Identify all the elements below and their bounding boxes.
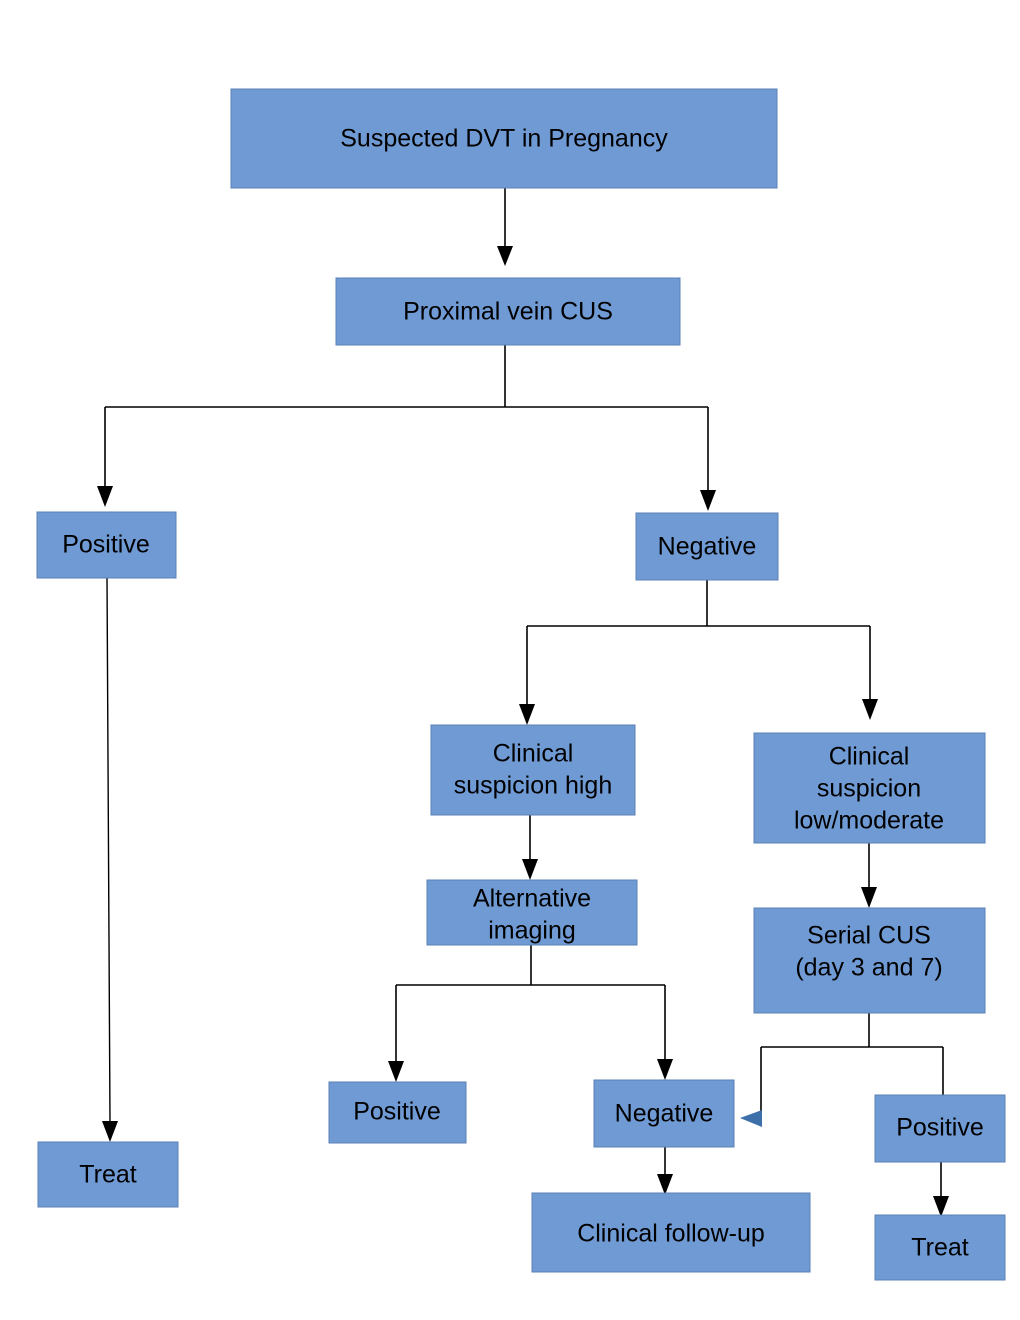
node-clinical-suspicion-high[interactable]: Clinical suspicion high bbox=[430, 724, 636, 816]
node-label: Positive bbox=[62, 531, 150, 559]
node-label: Treat bbox=[911, 1234, 968, 1262]
node-clinical-follow-up[interactable]: Clinical follow-up bbox=[531, 1192, 811, 1273]
edge-negative-top-fork bbox=[519, 580, 878, 725]
node-label: Positive bbox=[353, 1098, 441, 1126]
node-label-line-2: (day 3 and 7) bbox=[795, 954, 942, 982]
node-clinical-suspicion-low-moderate[interactable]: Clinical suspicion low/moderate bbox=[753, 732, 986, 844]
node-treat-right[interactable]: Treat bbox=[874, 1214, 1006, 1281]
node-label: Suspected DVT in Pregnancy bbox=[340, 125, 668, 153]
edge-negative-alt-to-clinical-followup bbox=[657, 1147, 673, 1195]
node-positive-alternative-imaging[interactable]: Positive bbox=[328, 1081, 467, 1144]
edge-suspicion-low-to-serial-cus bbox=[861, 843, 877, 908]
node-label-line-2: suspicion bbox=[817, 775, 921, 803]
edge-suspicion-high-to-alt-imaging bbox=[522, 815, 538, 880]
node-label: Positive bbox=[896, 1114, 984, 1142]
node-negative-proximal-cus[interactable]: Negative bbox=[635, 512, 779, 581]
node-label-line-2: suspicion high bbox=[454, 772, 612, 800]
node-treat-left[interactable]: Treat bbox=[37, 1141, 179, 1208]
node-label: Negative bbox=[658, 533, 757, 561]
node-label: Negative bbox=[615, 1100, 714, 1128]
edge-positive-serial-to-treat-right bbox=[933, 1162, 949, 1217]
node-label: Clinical follow-up bbox=[577, 1220, 765, 1248]
edge-proximal-cus-fork bbox=[97, 345, 716, 511]
node-label-line-2: imaging bbox=[488, 917, 576, 945]
node-label-line-1: Clinical bbox=[829, 743, 910, 771]
node-suspected-dvt-in-pregnancy[interactable]: Suspected DVT in Pregnancy bbox=[230, 88, 778, 189]
node-label-line-1: Alternative bbox=[473, 885, 591, 913]
node-positive-proximal-cus[interactable]: Positive bbox=[36, 511, 177, 579]
edge-positive-top-to-treat-left bbox=[102, 577, 118, 1142]
node-label: Treat bbox=[79, 1161, 136, 1189]
node-positive-serial-cus[interactable]: Positive bbox=[874, 1094, 1006, 1163]
node-label-line-3: low/moderate bbox=[794, 807, 944, 835]
node-label: Proximal vein CUS bbox=[403, 298, 613, 326]
node-label-line-1: Serial CUS bbox=[807, 922, 931, 950]
blue-arrow-head bbox=[740, 1110, 762, 1127]
node-alternative-imaging[interactable]: Alternative imaging bbox=[426, 879, 638, 946]
node-serial-cus[interactable]: Serial CUS (day 3 and 7) bbox=[753, 907, 986, 1014]
node-label-line-1: Clinical bbox=[493, 740, 574, 768]
node-proximal-vein-cus[interactable]: Proximal vein CUS bbox=[335, 277, 681, 346]
edge-alt-imaging-fork bbox=[388, 945, 673, 1082]
edge-suspected-to-proximal-cus bbox=[497, 188, 513, 266]
node-negative-alternative-imaging[interactable]: Negative bbox=[593, 1079, 735, 1148]
